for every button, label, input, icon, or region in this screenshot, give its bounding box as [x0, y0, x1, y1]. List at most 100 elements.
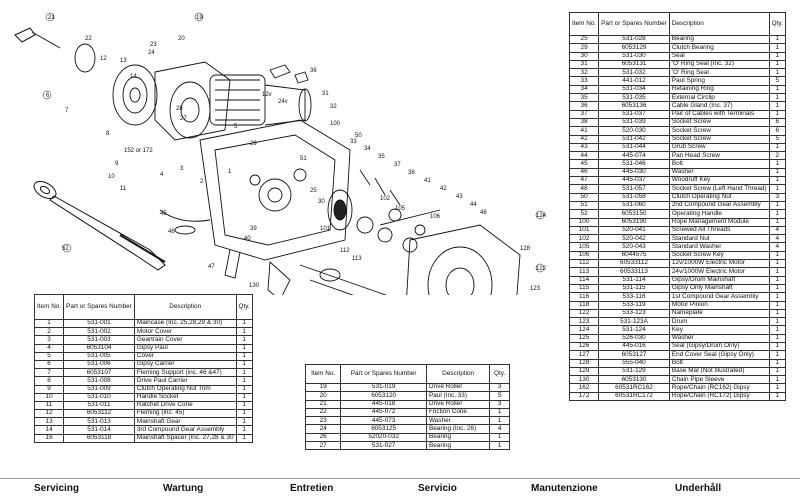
cell-description: External Circlip — [668, 93, 770, 103]
cell-part-no: 52020-032 — [340, 432, 427, 443]
maincase-drawing — [159, 119, 351, 279]
cell-description: Gipsy/Drum Mainshaft — [668, 275, 770, 285]
callout-5: 5 — [234, 124, 238, 130]
cell-item-no: 105 — [568, 242, 600, 252]
cell-item-no: 118 — [568, 300, 600, 310]
cell-item-no: 106 — [568, 250, 600, 261]
cell-item-no: 6 — [33, 359, 65, 370]
cell-part-no: 445-016 — [598, 341, 670, 352]
cell-qty: 1 — [768, 159, 786, 169]
cell-description: 'O' Ring Seal — [668, 68, 770, 78]
cell-item-no: 116 — [568, 292, 600, 302]
cell-qty: 1 — [768, 176, 786, 186]
cell-part-no: 531-003 — [63, 335, 135, 345]
header-qty: Qty. — [235, 294, 253, 320]
cell-item-no: 37 — [568, 109, 600, 119]
cell-qty: 5 — [768, 76, 786, 86]
cell-qty: 2 — [768, 151, 786, 161]
cell-description: Pan Head Screw — [668, 151, 770, 161]
cell-part-no: 60533113 — [598, 267, 670, 277]
cell-description: Washer — [425, 416, 491, 426]
cell-item-no: 48 — [568, 184, 600, 194]
cell-description: Chain Pipe Sleeve — [668, 375, 770, 385]
callout-40: 40 — [244, 236, 251, 242]
cell-qty: 1 — [768, 84, 786, 95]
cell-description: Retaining Ring — [668, 84, 770, 95]
table-header-row: Item No. Part or Spares Number Descripti… — [33, 294, 253, 320]
cell-qty: 1 — [768, 317, 786, 327]
cell-description: Drive Roller — [425, 399, 491, 409]
cell-part-no: 533-123 — [598, 308, 670, 319]
cell-qty: 1 — [235, 335, 253, 345]
callout-39: 39 — [250, 226, 257, 232]
cell-description: Maincase (Inc. 25,28,29 & 30) — [133, 318, 237, 329]
callout-27: 27 — [180, 116, 187, 122]
servicing-tool-drawing — [14, 27, 61, 49]
cell-description: Screwed All Threads — [668, 225, 770, 236]
cell-part-no: 533-116 — [598, 292, 670, 302]
cell-description: Motor Cover — [133, 327, 237, 337]
cell-description: Key — [668, 325, 770, 335]
cell-part-no: 6053118 — [63, 433, 135, 443]
cell-description: End Cover Seal (Gipsy Only) — [668, 350, 770, 360]
cell-part-no: 60533112 — [598, 258, 670, 269]
cell-item-no: 14 — [33, 425, 65, 435]
callout-128: 128 — [520, 246, 531, 252]
cell-qty: 1 — [235, 409, 253, 419]
cell-description: Nameplate — [668, 308, 770, 319]
callout-32: 32 — [330, 104, 337, 110]
cell-item-no: 130 — [568, 375, 600, 385]
cell-part-no: 531-114 — [598, 275, 670, 285]
callout-34: 34 — [364, 146, 371, 152]
cell-item-no: 1 — [33, 318, 65, 329]
cell-item-no: 7 — [33, 368, 65, 378]
cell-qty: 1 — [768, 275, 786, 285]
cell-item-no: 100 — [568, 217, 600, 227]
cell-description: Ratchet Drive Cone — [133, 400, 237, 411]
cell-qty: 1 — [768, 308, 786, 319]
header-item-no: Item No. — [568, 12, 600, 36]
cell-qty: 1 — [768, 200, 786, 211]
cell-qty: 1 — [235, 425, 253, 435]
cell-description: Clutch Operating Nut — [668, 192, 770, 202]
cell-item-no: 29 — [568, 43, 600, 53]
cell-part-no: 531-013 — [63, 417, 135, 427]
callout-29: 29 — [250, 141, 257, 147]
cell-description: Bearing (Inc. 26) — [425, 424, 491, 434]
header-qty: Qty. — [489, 364, 510, 384]
cell-item-no: 38 — [568, 117, 600, 128]
callout-6: 6 — [46, 93, 50, 99]
cell-description: Paul Spring — [668, 76, 770, 86]
cell-qty: 4 — [768, 225, 786, 236]
cell-part-no: 6053104 — [63, 343, 135, 353]
cell-description: 'O' Ring Seal (Inc. 32) — [668, 59, 770, 70]
callout-25: 25 — [310, 188, 317, 194]
cell-part-no: 531-035 — [598, 93, 670, 103]
cell-qty: 4 — [489, 424, 510, 434]
cell-part-no: 531-058 — [598, 192, 670, 202]
cell-description: Standard Washer — [668, 242, 770, 252]
callout-2: 2 — [200, 179, 204, 185]
cell-qty: 1 — [768, 258, 786, 269]
cell-qty: 1 — [768, 283, 786, 294]
